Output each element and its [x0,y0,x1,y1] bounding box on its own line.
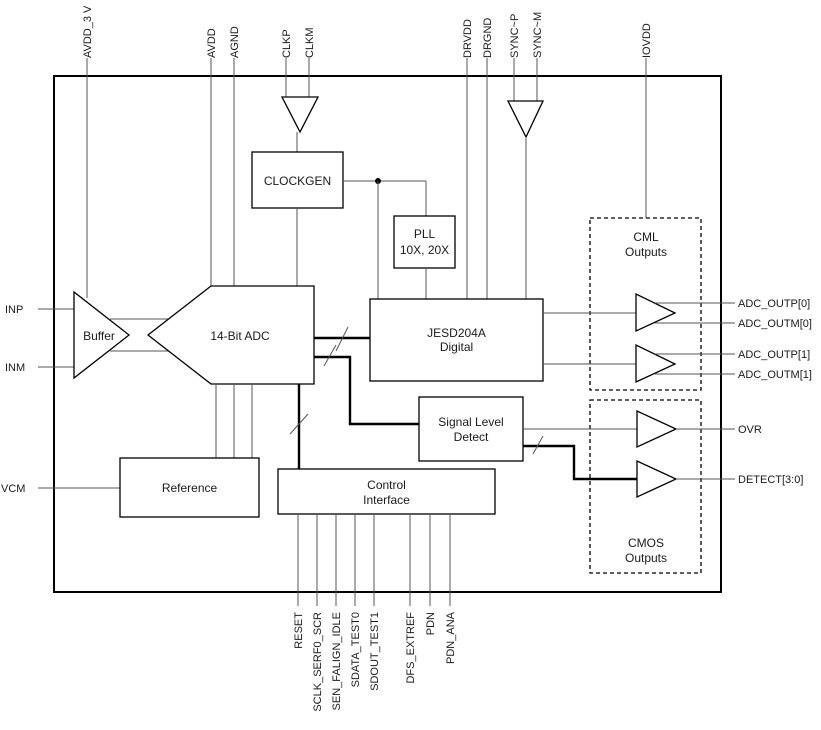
signal-level-label-1: Signal Level [438,415,503,429]
control-interface-block [277,468,496,515]
clockgen-label: CLOCKGEN [264,174,331,188]
pll-block [393,215,456,269]
adc-to-detect-bus [314,355,419,426]
pin-adc-outp1-label: ADC_OUTP[1] [738,349,810,361]
pll-label-1: PLL [414,227,436,241]
cmos-label-1: CMOS [628,536,664,550]
jesd-label-1: JESD204A [427,326,486,340]
pin-reset-label: RESET [293,612,305,649]
bus-slash-2 [323,344,337,367]
cmos-outputs-region [589,399,702,574]
pin-dfs-label: DFS_EXTREF [405,612,417,684]
bus-slash-4 [532,435,544,455]
reference-block [119,457,260,518]
pin-agnd-label: AGND [229,26,241,58]
cmos-label-2: Outputs [625,551,667,565]
pin-sen-label: SEN_FALIGN_IDLE [331,612,343,710]
pin-drgnd-label: DRGND [482,18,494,58]
pin-sdout-label: SDOUT_TEST1 [369,612,381,691]
pin-pdn-label: PDN [425,612,437,635]
pin-syncm-label: SYNC~M [532,12,544,58]
pll-label-2: 10X, 20X [400,243,449,257]
cml-outputs-region [589,217,702,391]
pin-syncp-label: SYNC~P [509,14,521,58]
cml-label-1: CML [633,230,659,244]
control-label-1: Control [367,478,406,492]
pin-avdd3v-label: AVDD_3 V [82,5,94,58]
pin-clkm-label: CLKM [304,27,316,58]
reference-label: Reference [162,481,218,495]
pin-clkp-label: CLKP [281,29,293,58]
pin-inp-label: INP [5,304,23,316]
pin-adc-outp0-label: ADC_OUTP[0] [738,298,810,310]
adc-block [146,285,315,385]
pin-vcm-label: VCM [1,483,25,495]
buffer-label: Buffer [83,329,115,343]
cml-driver-0-triangle [635,292,677,333]
clock-buffer-triangle [280,96,320,134]
jesd204a-block [369,298,544,382]
ovr-driver-triangle [636,409,678,449]
pin-ovr-label: OVR [738,424,762,436]
cml-driver-1-triangle [635,343,677,384]
pin-avdd-label: AVDD [206,28,218,58]
bus-slash-1 [335,326,349,352]
pin-sclk-label: SCLK_SERF0_SCR [312,612,324,712]
control-label-2: Interface [363,493,410,507]
pin-iovdd-label: IOVDD [641,23,653,58]
detect-driver-triangle [636,459,678,499]
buffer-triangle [73,290,131,380]
pin-detect-label: DETECT[3:0] [738,474,803,486]
sync-buffer-triangle [506,100,545,139]
signal-level-detect-block [418,396,524,462]
signal-level-label-2: Detect [454,430,489,444]
pin-pdn-ana-label: PDN_ANA [445,611,457,664]
pin-drvdd-label: DRVDD [462,19,474,58]
chip-outline [53,75,722,593]
jesd-label-2: Digital [440,340,473,354]
pin-adc-outm1-label: ADC_OUTM[1] [738,369,812,381]
pin-adc-outm0-label: ADC_OUTM[0] [738,318,812,330]
pin-inm-label: INM [5,362,25,374]
pin-sdata-label: SDATA_TEST0 [350,612,362,687]
bus-slash-3 [289,413,309,435]
cml-label-2: Outputs [625,245,667,259]
detect-bus [523,444,637,481]
adc-label: 14-Bit ADC [210,329,270,343]
